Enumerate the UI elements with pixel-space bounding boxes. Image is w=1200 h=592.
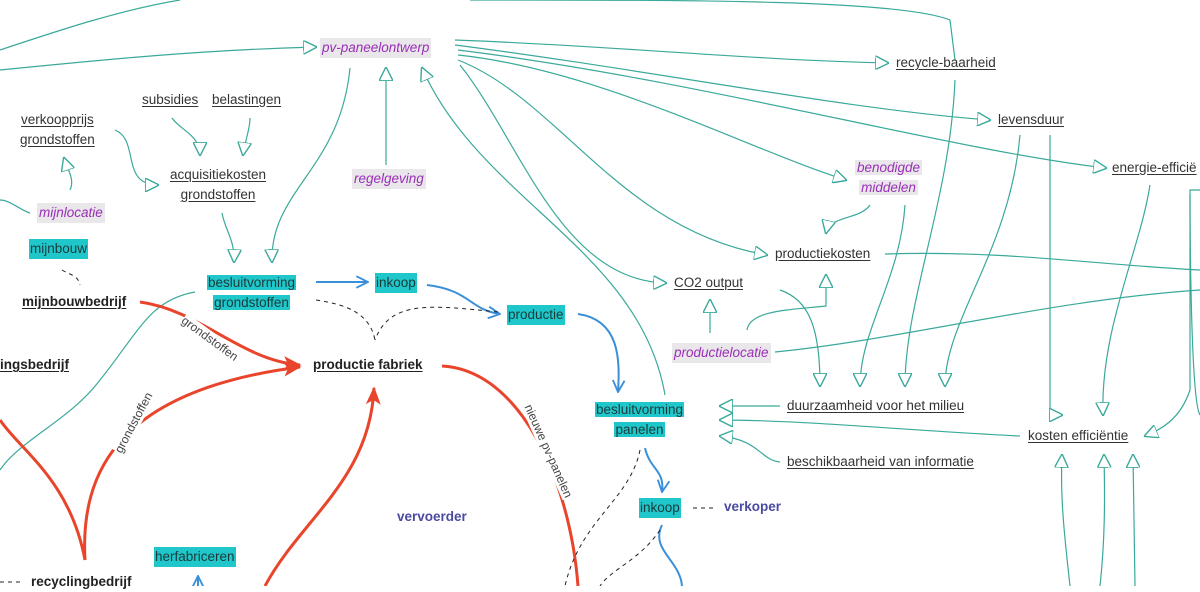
- node-mijnbouwbedrijf[interactable]: mijnbouwbedrijf: [22, 294, 127, 309]
- node-label-line: besluitvorming: [207, 275, 297, 290]
- node-productielocatie[interactable]: productielocatie: [672, 343, 771, 363]
- process-flows: [198, 282, 683, 586]
- node-verkoper[interactable]: verkoper: [724, 499, 782, 514]
- node-benodigde-middelen[interactable]: benodigde middelen: [855, 158, 923, 198]
- node-label-line: acquisitiekosten: [170, 167, 267, 182]
- association-lines: [0, 269, 716, 586]
- node-verkoopprijs-grondstoffen[interactable]: verkoopprijs grondstoffen: [20, 110, 95, 150]
- node-label-line: panelen: [614, 422, 665, 437]
- node-vervoerder[interactable]: vervoerder: [397, 509, 467, 524]
- node-recyclingbedrijf[interactable]: recyclingbedrijf: [31, 574, 132, 589]
- node-productie-fabriek[interactable]: productie fabriek: [313, 357, 423, 372]
- node-inkoop[interactable]: inkoop: [375, 273, 417, 293]
- node-co2-output[interactable]: CO2 output: [674, 275, 744, 290]
- node-label-line: besluitvorming: [595, 402, 685, 417]
- node-kosten-efficientie[interactable]: kosten efficiëntie: [1028, 428, 1129, 443]
- node-mijnlocatie[interactable]: mijnlocatie: [37, 203, 105, 223]
- node-mijnbouw[interactable]: mijnbouw: [29, 239, 89, 259]
- node-productie[interactable]: productie: [507, 305, 565, 325]
- node-besluitvorming-panelen[interactable]: besluitvorming panelen: [595, 400, 685, 440]
- node-label-line: grondstoffen: [20, 132, 95, 147]
- node-label-line: grondstoffen: [180, 187, 256, 202]
- node-label-line: grondstoffen: [213, 295, 290, 310]
- node-label-line: verkoopprijs: [21, 112, 94, 127]
- node-besluitvorming-grondstoffen[interactable]: besluitvorming grondstoffen: [207, 273, 297, 313]
- node-beschikbaarheid[interactable]: beschikbaarheid van informatie: [787, 454, 974, 469]
- node-inkoop-panelen[interactable]: inkoop: [639, 498, 681, 518]
- material-flows: [0, 300, 580, 586]
- node-belastingen[interactable]: belastingen: [212, 92, 282, 107]
- node-label-line: middelen: [859, 180, 918, 195]
- node-herfabriceren[interactable]: herfabriceren: [154, 547, 236, 567]
- node-recycle-baarheid[interactable]: recycle-baarheid: [896, 55, 996, 70]
- node-productiekosten[interactable]: productiekosten: [775, 246, 871, 261]
- node-energie-efficientie[interactable]: energie-efficië: [1112, 160, 1197, 175]
- node-label-line: benodigde: [855, 160, 923, 175]
- node-acquisitiekosten-grondstoffen[interactable]: acquisitiekosten grondstoffen: [170, 165, 266, 205]
- node-pv-paneelontwerp[interactable]: pv-paneelontwerp: [320, 38, 432, 58]
- node-levensduur[interactable]: levensduur: [998, 112, 1065, 127]
- node-recyclingsbedrijf-partial[interactable]: ingsbedrijf: [0, 357, 70, 372]
- node-regelgeving[interactable]: regelgeving: [352, 169, 426, 189]
- node-duurzaamheid[interactable]: duurzaamheid voor het milieu: [787, 398, 965, 413]
- node-subsidies[interactable]: subsidies: [142, 92, 199, 107]
